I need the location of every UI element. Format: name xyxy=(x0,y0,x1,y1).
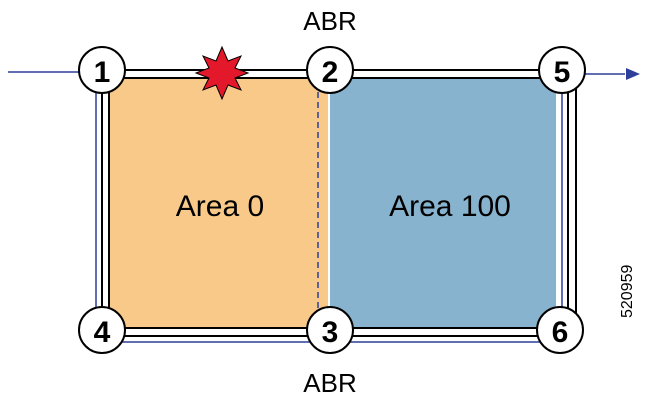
figure-id-label: 520959 xyxy=(619,265,636,318)
area-0-label: Area 0 xyxy=(176,190,264,223)
router-6-label: 6 xyxy=(552,316,569,349)
router-3-label: 3 xyxy=(322,316,339,349)
link-failure-icon xyxy=(194,45,250,101)
router-2-label: 2 xyxy=(322,56,339,89)
area-100-region xyxy=(330,78,556,328)
area-100-label: Area 100 xyxy=(389,190,511,223)
router-3: 3 xyxy=(306,306,354,354)
abr-bottom-label: ABR xyxy=(303,368,356,398)
router-1-label: 1 xyxy=(94,56,111,89)
router-4: 4 xyxy=(78,306,126,354)
area-0-region xyxy=(109,78,328,328)
router-4-label: 4 xyxy=(94,316,111,349)
abr-top-label: ABR xyxy=(303,6,356,36)
router-6: 6 xyxy=(536,306,584,354)
router-2: 2 xyxy=(306,46,354,94)
router-5: 5 xyxy=(538,46,586,94)
path-arrowhead xyxy=(626,68,640,80)
router-5-label: 5 xyxy=(554,56,571,89)
router-1: 1 xyxy=(78,46,126,94)
